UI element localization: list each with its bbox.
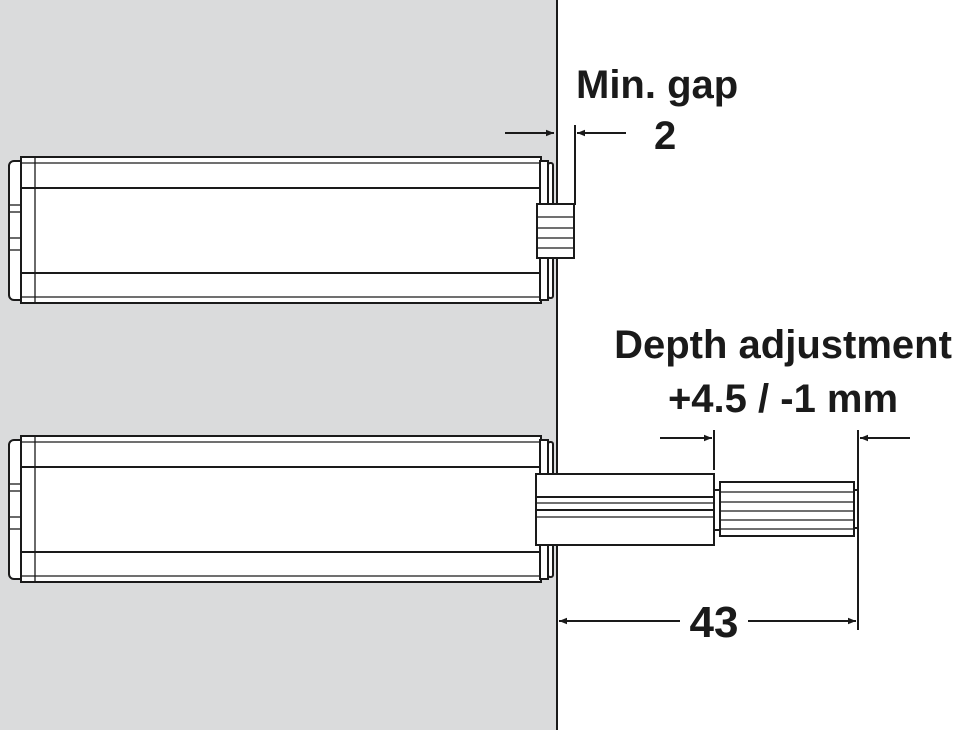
min-gap-dimension [505,125,626,205]
latch-extended [8,435,859,583]
plunger-retracted [536,203,575,259]
depth-range-label: +4.5 / -1 mm [668,377,898,421]
knurled-cap [719,481,855,537]
extension-length-value: 43 [690,598,739,647]
cabinet-panel [0,0,557,730]
min-gap-label: Min. gap [576,63,738,107]
depth-adjustment-label: Depth adjustment [614,323,952,367]
min-gap-value: 2 [654,114,676,158]
latch-retracted [8,156,575,304]
depth-adjustment-dimension [660,430,910,630]
